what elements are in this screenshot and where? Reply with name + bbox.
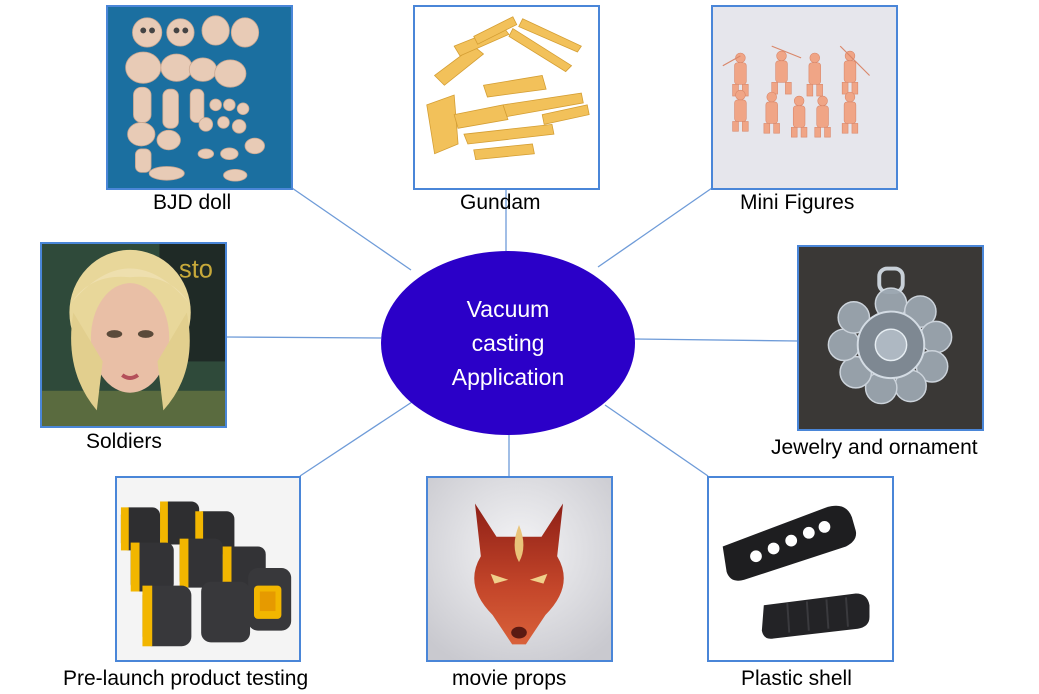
center-line-3: Application [451,364,565,390]
label-prelaunch: Pre-launch product testing [63,667,309,690]
connector-shell [604,404,709,477]
jewelry-image [797,245,984,431]
prelaunch-image [115,476,301,662]
connector-jewelry [634,338,799,342]
connector-mini [597,187,713,268]
svg-text:sto: sto [179,255,213,283]
connector-prelaunch [299,401,413,477]
label-movie-props: movie props [452,667,567,690]
center-line-2: casting [471,330,545,356]
center-line-1: Vacuum [466,296,550,322]
mini-figures-image [711,5,898,190]
center-node: Vacuum casting Application [381,251,635,435]
label-soldiers: Soldiers [86,430,162,453]
movie-props-image [426,476,613,662]
plastic-shell-image [707,476,894,662]
label-mini-figures: Mini Figures [740,191,855,214]
gundam-image [413,5,600,190]
label-gundam: Gundam [460,191,541,214]
label-plastic-shell: Plastic shell [741,667,852,690]
connector-bjd [291,187,412,271]
label-jewelry: Jewelry and ornament [771,436,978,459]
connector-soldiers [225,336,382,339]
bjd-doll-image [106,5,293,190]
label-bjd-doll: BJD doll [153,191,232,214]
soldiers-image: sto [40,242,227,428]
